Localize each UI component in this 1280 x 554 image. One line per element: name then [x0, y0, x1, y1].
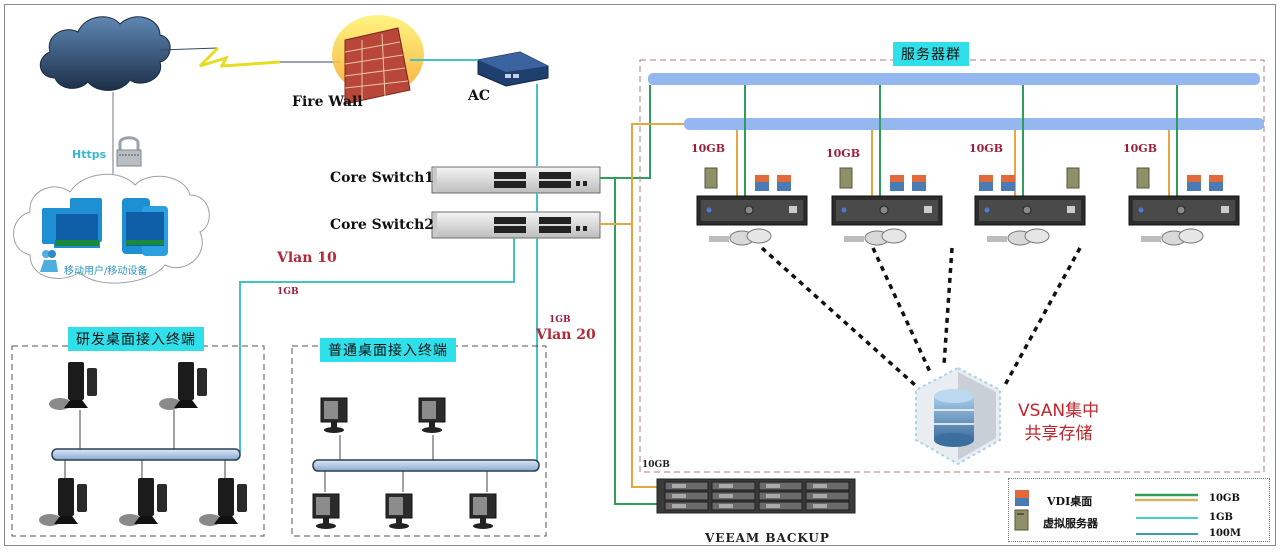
core2-backup-link — [631, 224, 660, 488]
users-icon — [40, 250, 58, 272]
desktop-terminal-icon — [418, 397, 446, 433]
drive-bay — [711, 501, 756, 511]
server-host — [696, 85, 808, 246]
vlan20-label: Vlan 20 — [536, 327, 596, 343]
hdd-icon — [881, 228, 907, 244]
core-switch-1-label: Core Switch1 — [330, 170, 435, 186]
vsan-storage-icon — [915, 366, 1001, 466]
thin-client-icon — [159, 362, 207, 410]
core2-server-link — [600, 123, 686, 225]
general-group-title: 普通桌面接入终端 — [320, 338, 456, 362]
thin-client-icon — [199, 478, 247, 526]
storage-links — [760, 246, 1082, 387]
server-hosts — [696, 85, 1240, 246]
vsan-storage-line2: 共享存储 — [1024, 424, 1093, 444]
legend-item-virtual-server: 虚拟服务器 — [1043, 517, 1098, 530]
drive-bay — [805, 491, 850, 501]
server-bus-2 — [684, 118, 1264, 130]
host-speed-label: 10GB — [691, 142, 725, 155]
veeam-backup-label: VEEAM BACKUP — [705, 531, 830, 545]
legend-item-vdi: VDI桌面 — [1047, 495, 1093, 508]
server-cluster-title: 服务器群 — [893, 42, 969, 66]
vsan-storage-label: VSAN集中 共享存储 — [1018, 400, 1099, 446]
virtual-server-icon — [1136, 167, 1150, 189]
vlan10-speed: 1GB — [277, 287, 299, 297]
ssd-icon — [844, 236, 864, 242]
vlan20-link — [523, 238, 538, 463]
thin-client-icon — [49, 362, 97, 410]
drive-bay — [758, 481, 803, 491]
host-speed-label: 10GB — [969, 142, 1003, 155]
host-speed-label: 10GB — [1123, 142, 1157, 155]
hdd-icon — [746, 228, 772, 244]
server-bus-1 — [648, 73, 1260, 85]
core1-server-link — [600, 85, 651, 179]
general-bus — [312, 459, 540, 472]
desktop-terminal-icon — [320, 397, 348, 433]
rd-terminals — [39, 362, 247, 526]
virtual-server-icon — [704, 167, 718, 189]
drive-bay — [664, 481, 709, 491]
ssd-icon — [709, 236, 729, 242]
core-switch-1-icon — [431, 166, 601, 194]
mobile-users-label: 移动用户/移动设备 — [64, 266, 148, 277]
desktop-terminal-icon — [385, 493, 413, 529]
vlan10-link — [239, 238, 515, 452]
host-speed-label: 10GB — [826, 147, 860, 160]
ssd-icon — [1141, 236, 1161, 242]
legend-lines — [1135, 493, 1198, 535]
hdd-icon — [1024, 228, 1050, 244]
rd-group-title: 研发桌面接入终端 — [68, 327, 204, 351]
drive-bay — [711, 481, 756, 491]
drive-bay — [805, 481, 850, 491]
vsan-storage-line1: VSAN集中 — [1018, 401, 1100, 421]
firewall-label: Fire Wall — [292, 94, 363, 110]
access-controller-icon — [477, 51, 549, 87]
thin-client-icon — [119, 478, 167, 526]
legend-line-label-10gb: 10GB — [1209, 493, 1240, 504]
backup-speed-label: 10GB — [642, 460, 670, 470]
legend-line-label-100m: 100M — [1209, 528, 1241, 539]
vlan10-label: Vlan 10 — [277, 250, 337, 266]
ac-label: AC — [468, 88, 491, 104]
drive-bay — [758, 491, 803, 501]
tablet-icon — [42, 198, 102, 248]
legend-vdi-desktop-icon — [1015, 490, 1029, 506]
virtual-server-icon — [1066, 167, 1080, 189]
legend-line-label-1gb: 1GB — [1209, 512, 1233, 523]
phone-icon — [122, 198, 168, 256]
https-label: Https — [72, 148, 107, 161]
legend-virtual-server-icon — [1014, 509, 1029, 531]
general-group-boundary — [291, 345, 547, 537]
rd-bus — [51, 448, 241, 461]
vlan20-speed: 1GB — [549, 315, 571, 325]
server-host — [974, 85, 1086, 246]
veeam-backup-device-icon — [656, 478, 856, 514]
internet-cloud-icon — [40, 16, 171, 91]
drive-bay — [805, 501, 850, 511]
desktop-terminal-icon — [469, 493, 497, 529]
server-host — [831, 85, 943, 246]
desktop-terminal-icon — [312, 493, 340, 529]
server-host — [1128, 85, 1240, 246]
wan-link — [159, 46, 340, 68]
core-switch-2-icon — [431, 211, 601, 239]
core1-backup-link — [614, 178, 660, 505]
diagram-frame — [4, 4, 1276, 546]
drive-bay — [711, 491, 756, 501]
drive-bay — [664, 491, 709, 501]
drive-bay — [664, 501, 709, 511]
lock-icon — [116, 136, 142, 167]
hdd-icon — [1178, 228, 1204, 244]
ssd-icon — [987, 236, 1007, 242]
thin-client-icon — [39, 478, 87, 526]
virtual-server-icon — [839, 167, 853, 189]
firewall-icon — [332, 15, 424, 105]
general-terminals — [312, 397, 497, 529]
legend: VDI桌面 虚拟服务器 10GB 1GB 100M — [1008, 478, 1270, 542]
core-switch-2-label: Core Switch2 — [330, 217, 435, 233]
drive-bay — [758, 501, 803, 511]
